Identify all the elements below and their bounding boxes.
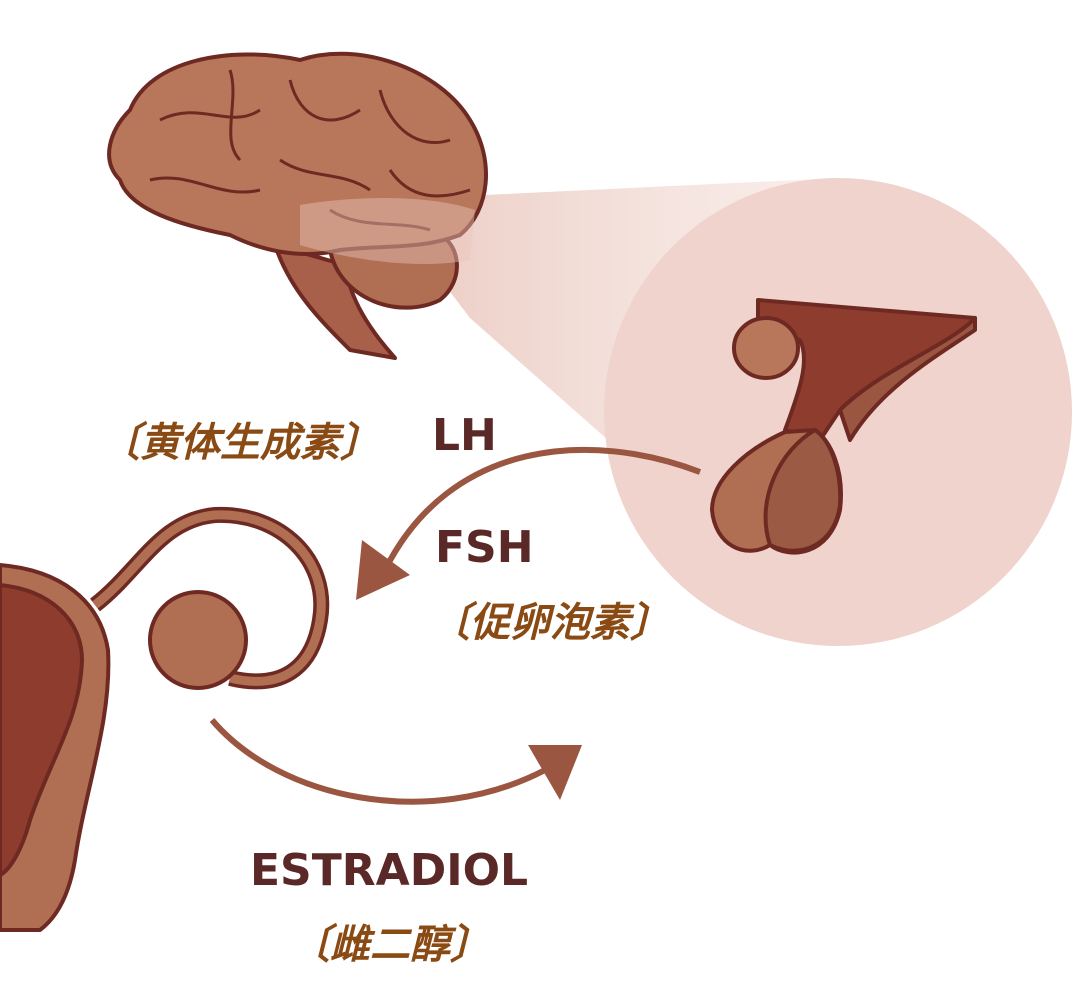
brain-icon [107,51,488,360]
lh-label: LH [432,410,497,461]
estradiol-chinese-label: 〔雌二醇〕 [290,922,490,968]
fsh-label: FSH [435,522,534,573]
fsh-lh-arrowhead [356,540,410,600]
estradiol-label: ESTRADIOL [250,845,529,896]
fsh-chinese-label: 〔促卵泡素〕 [430,600,670,646]
pituitary-gland-icon [710,298,977,555]
estradiol-arrowhead [528,745,582,800]
brain-highlight [300,198,475,265]
lh-chinese-label: 〔黄体生成素〕 [100,420,380,466]
fsh-lh-arrow [382,446,702,572]
estradiol-arrow [209,718,547,805]
uterus-ovary-icon [0,506,330,932]
